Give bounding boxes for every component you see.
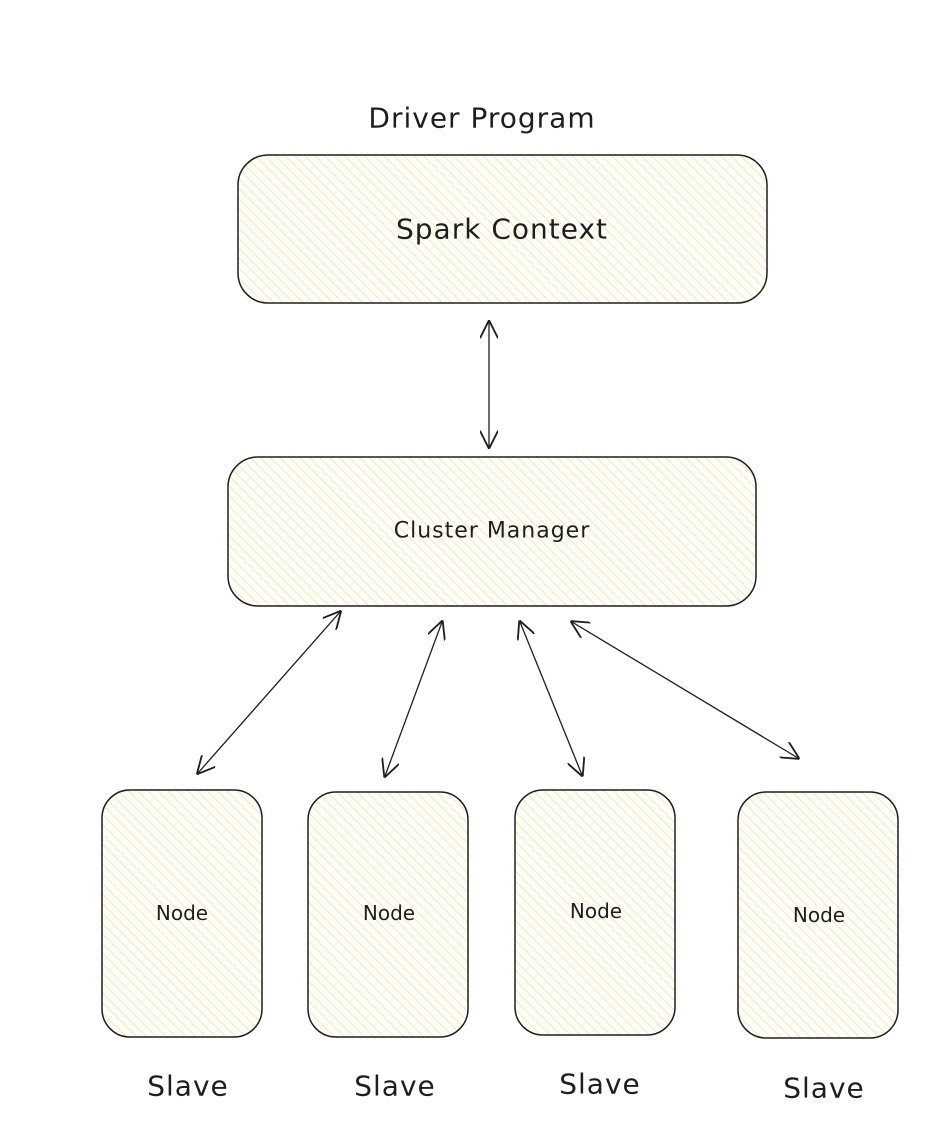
node-box-2[interactable]	[307, 791, 469, 1038]
node-label: Node	[155, 901, 209, 925]
slave-label: Slave	[559, 1067, 641, 1101]
arrow-cluster-node-1	[198, 612, 340, 773]
node-label: Node	[569, 899, 623, 923]
node-box-1[interactable]	[101, 789, 263, 1038]
node-label: Node	[362, 901, 416, 925]
cluster-manager-box[interactable]	[227, 456, 757, 607]
arrow-cluster-node-4	[572, 622, 798, 758]
slave-label: Slave	[354, 1069, 436, 1103]
arrow-cluster-node-2	[385, 622, 442, 776]
slave-label: Slave	[783, 1071, 865, 1105]
node-label: Node	[792, 903, 846, 927]
arrow-cluster-node-3	[520, 622, 582, 775]
node-box-3[interactable]	[514, 789, 676, 1036]
driver-program-title: Driver Program	[368, 101, 596, 135]
slave-label: Slave	[147, 1069, 229, 1103]
spark-context-label: Spark Context	[395, 212, 609, 246]
cluster-manager-label: Cluster Manager	[393, 518, 591, 544]
spark-context-box[interactable]	[237, 154, 768, 304]
node-box-4[interactable]	[737, 791, 899, 1039]
